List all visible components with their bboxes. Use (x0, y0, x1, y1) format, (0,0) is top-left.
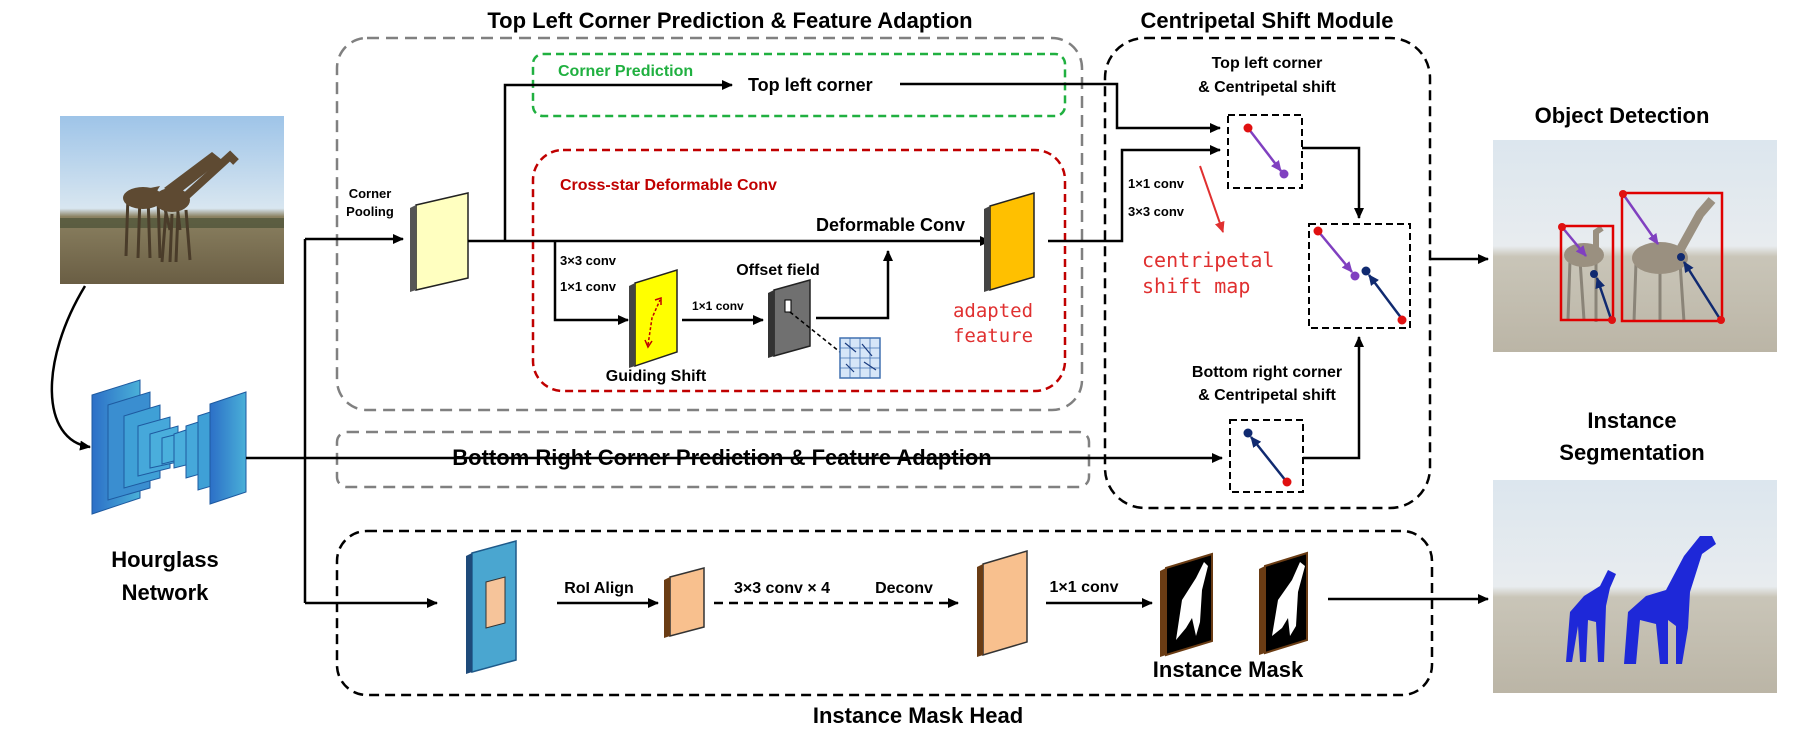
mask-conv-label: 1×1 conv (1050, 579, 1119, 596)
adapted-label-1: adapted (953, 300, 1033, 322)
corner-prediction-label: Corner Prediction (558, 63, 693, 80)
bottom-right-region (335, 430, 1091, 489)
top-left-title: Top Left Corner Prediction & Feature Ada… (487, 8, 972, 33)
br-shift-box (1229, 419, 1304, 493)
detection-result-image (1493, 140, 1777, 352)
deconv-feature (977, 549, 1028, 657)
adapted-feature (984, 191, 1035, 292)
conv-3x3-x4-label: 3×3 conv × 4 (734, 580, 830, 597)
cs-3x3-label: 3×3 conv (1128, 204, 1185, 219)
offset-field-label: Offset field (736, 262, 820, 279)
tl-cs-label-2: & Centripetal shift (1198, 79, 1336, 96)
cross-star-box (531, 148, 1067, 393)
offset-grid-icon (839, 337, 881, 379)
top-left-region (335, 36, 1084, 412)
centripetal-map-label-1: centripetal (1142, 248, 1274, 272)
hourglass-network (91, 379, 247, 515)
hourglass-title-1: Hourglass (111, 547, 219, 572)
br-shift-to-combined-line (1303, 336, 1364, 460)
red-pointer-arrow (1199, 165, 1225, 233)
br-cs-label-2: & Centripetal shift (1198, 387, 1336, 404)
corner-pooling-label-2: Pooling (346, 204, 394, 219)
centripetal-region (1103, 36, 1432, 510)
corner-pooling-feature (410, 192, 469, 292)
mask-input-feature (466, 540, 517, 674)
centripetal-title: Centripetal Shift Module (1141, 8, 1394, 33)
roi-align-label: RoI Align (564, 580, 634, 597)
mask-head-title: Instance Mask Head (813, 703, 1023, 728)
deconv-label: Deconv (875, 580, 933, 597)
br-cs-label-1: Bottom right corner (1192, 364, 1342, 381)
top-left-corner-label: Top left corner (748, 75, 873, 95)
instance-seg-title-1: Instance (1587, 408, 1676, 433)
mask-head-region (335, 529, 1434, 697)
input-image (60, 116, 284, 284)
adapted-to-shift-line (1048, 145, 1221, 243)
offset-to-deformable-line (816, 250, 893, 320)
corner-to-shift-line (900, 82, 1221, 133)
instance-mask-label: Instance Mask (1153, 657, 1304, 682)
tl-shift-box (1227, 114, 1303, 189)
object-detection-title: Object Detection (1535, 103, 1710, 128)
tl-cs-label-1: Top left corner (1212, 55, 1323, 72)
cross-star-label: Cross-star Deformable Conv (560, 177, 777, 194)
tl-shift-to-combined-line (1302, 146, 1364, 219)
conv-3x3-label: 3×3 conv (560, 253, 617, 268)
adapted-label-2: feature (953, 325, 1033, 347)
pool-to-guiding-line (553, 241, 629, 325)
pool-to-corner-prediction-line (503, 80, 733, 241)
hourglass-title-2: Network (122, 580, 210, 605)
combined-shift-box (1308, 223, 1411, 329)
guiding-shift-feature (629, 268, 678, 368)
instance-mask-1 (1160, 552, 1213, 657)
conv-1x1-small-label: 1×1 conv (692, 299, 744, 313)
deformable-conv-label: Deformable Conv (816, 215, 965, 235)
cs-1x1-label: 1×1 conv (1128, 176, 1185, 191)
image-to-hourglass-arrow (50, 285, 91, 451)
conv-1x1-label: 1×1 conv (560, 279, 617, 294)
corner-pooling-label-1: Corner (349, 186, 392, 201)
guiding-shift-label: Guiding Shift (606, 368, 707, 385)
offset-field-feature (768, 279, 841, 358)
roi-feature (664, 567, 705, 638)
segmentation-result-image (1493, 480, 1777, 693)
instance-mask-2 (1259, 551, 1308, 655)
instance-seg-title-2: Segmentation (1559, 440, 1704, 465)
centripetal-map-label-2: shift map (1142, 274, 1250, 298)
